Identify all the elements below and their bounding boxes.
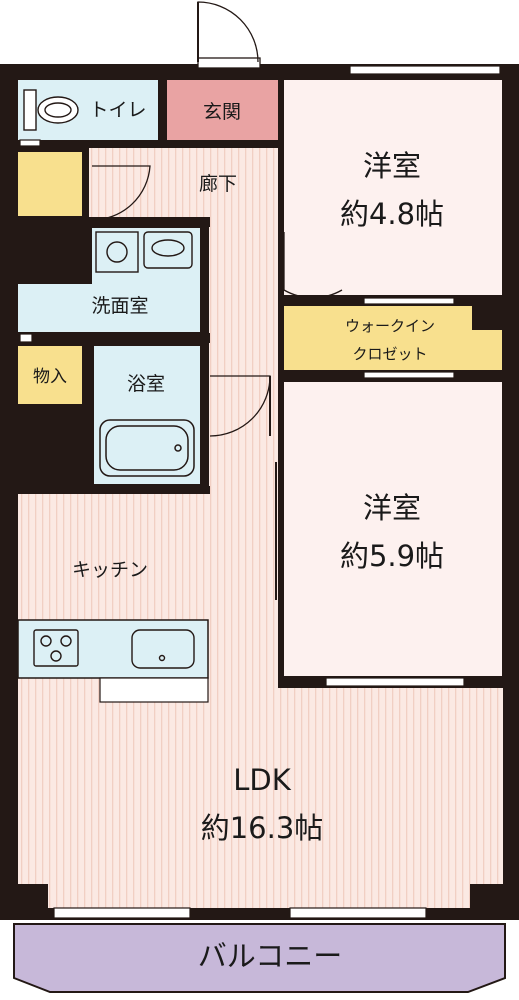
entrance-label: 玄関 [203,101,241,123]
western-room-1-name: 洋室 [363,149,421,183]
western-room-1-floor [284,80,502,295]
windows [19,65,501,919]
washroom-label: 洗面室 [91,295,148,317]
balcony-label: バルコニー [198,939,342,973]
western-room-2-name: 洋室 [363,491,421,525]
toilet-label: トイレ [89,99,146,121]
walk-in-closet-line2: クロゼット [352,345,427,363]
balcony [13,923,506,993]
kitchen-bar [99,677,209,703]
kitchen-counter [17,619,209,679]
wood-floor [18,148,503,908]
washroom-upper [92,228,200,284]
entrance-floor [167,80,278,140]
wall-block-1 [14,404,90,492]
ldk-name: LDK [233,763,291,797]
hallway-label: 廊下 [199,173,237,195]
stove-icon [33,629,79,667]
bathroom-label: 浴室 [127,373,165,395]
bathroom-floor [94,346,200,484]
ldk-size: 約16.3帖 [201,811,324,845]
walk-in-closet-floor [284,306,502,370]
wash-basin-icon [143,231,193,269]
western-room-2-size: 約5.9帖 [340,539,444,573]
toilet-fixture-icon [23,89,79,131]
kitchen-label: キッチン [72,559,148,581]
walk-in-closet-line1: ウォークイン [345,317,435,335]
bathtub-icon [99,419,195,477]
western-room-1-size: 約4.8帖 [340,197,444,231]
storage-label: 物入 [33,367,67,387]
western-room-2-floor [284,382,502,676]
wall-block-2 [14,222,92,284]
storage-floor [18,346,82,404]
washroom-lower [18,286,200,332]
shoe-storage [18,152,82,216]
doors [91,1,343,600]
washing-machine-icon [95,231,139,273]
kitchen-sink-icon [131,629,195,669]
